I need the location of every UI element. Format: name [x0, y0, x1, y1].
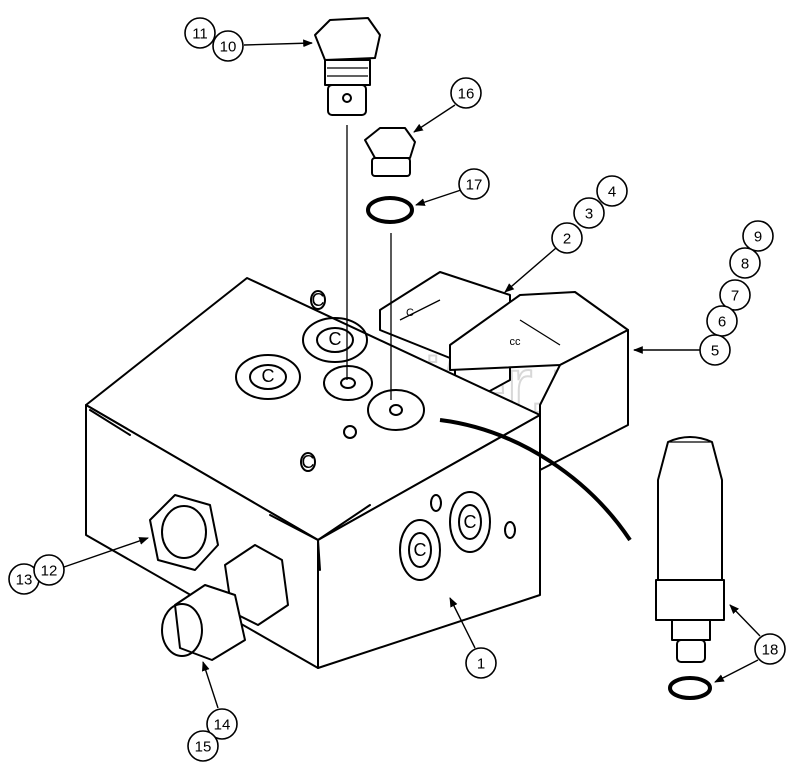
callout-7[interactable]: 7 — [719, 279, 751, 311]
port-mark: C — [302, 452, 315, 472]
callout-number: 18 — [762, 642, 779, 659]
callout-number: 5 — [711, 343, 719, 360]
callout-circle — [551, 222, 583, 254]
callout-circle — [465, 647, 497, 679]
callout-3[interactable]: 3 — [573, 197, 605, 229]
o-ring-18 — [668, 676, 712, 700]
callout-number: 2 — [563, 231, 571, 248]
callout-circle — [596, 175, 628, 207]
solenoid-block-5 — [449, 291, 629, 471]
port-mark: C — [414, 540, 427, 560]
callout-number: 8 — [741, 256, 749, 273]
callout-circle — [754, 633, 786, 665]
callout-number: 10 — [220, 39, 237, 56]
o-ring-17 — [366, 196, 414, 224]
callout-number: 13 — [16, 572, 33, 589]
callout-4[interactable]: 4 — [596, 175, 628, 207]
callout-1[interactable]: 1 — [465, 647, 497, 679]
callout-8[interactable]: 8 — [729, 247, 761, 279]
callout-number: 3 — [585, 206, 593, 223]
callout-11[interactable]: 11 — [184, 17, 216, 49]
callout-circle — [187, 730, 219, 762]
callout-5[interactable]: 5 — [699, 334, 731, 366]
plug-12 — [149, 494, 219, 571]
callout-circle — [729, 247, 761, 279]
port — [235, 354, 301, 400]
cartridge-valve-10 — [314, 17, 381, 380]
fitting-14 — [161, 544, 289, 661]
callout-number: 4 — [608, 184, 616, 201]
callout-number: 9 — [754, 229, 762, 246]
callout-number: 7 — [731, 288, 739, 305]
callout-17[interactable]: 17 — [458, 168, 490, 200]
relief-valve-18 — [655, 436, 725, 700]
callout-13[interactable]: 13 — [8, 563, 40, 595]
port-mark: cc — [510, 336, 522, 348]
callout-15[interactable]: 15 — [187, 730, 219, 762]
port-mark: C — [329, 329, 342, 349]
port-mark: C — [406, 307, 414, 319]
callout-number: 15 — [195, 739, 212, 756]
callout-number: 17 — [466, 177, 483, 194]
port — [367, 389, 425, 431]
callout-number: 1 — [477, 656, 485, 673]
callout-circle — [719, 279, 751, 311]
callout-9[interactable]: 9 — [742, 220, 774, 252]
callout-14[interactable]: 14 — [206, 708, 238, 740]
callout-circle — [573, 197, 605, 229]
callout-number: 14 — [214, 717, 231, 734]
callout-number: 12 — [41, 563, 58, 580]
callout-2[interactable]: 2 — [551, 222, 583, 254]
callout-10[interactable]: 10 — [212, 30, 244, 62]
port — [399, 519, 441, 581]
port-mark: C — [464, 512, 477, 532]
callout-circle — [699, 334, 731, 366]
callout-18[interactable]: 18 — [754, 633, 786, 665]
leader-lines — [63, 39, 761, 709]
callout-circle — [450, 77, 482, 109]
port-mark: C — [262, 366, 275, 386]
callout-circle — [184, 17, 216, 49]
callout-number: 16 — [458, 86, 475, 103]
port — [449, 491, 491, 553]
callout-number: 6 — [718, 314, 726, 331]
plug-16 — [364, 127, 416, 177]
callout-circle — [33, 554, 65, 586]
callout-circle — [742, 220, 774, 252]
port — [323, 365, 373, 401]
port — [302, 317, 368, 363]
callout-circle — [206, 708, 238, 740]
port-mark: C — [312, 290, 325, 310]
callout-6[interactable]: 6 — [706, 305, 738, 337]
callout-circle — [458, 168, 490, 200]
callout-12[interactable]: 12 — [33, 554, 65, 586]
callout-number: 11 — [192, 26, 208, 43]
callout-circle — [212, 30, 244, 62]
callout-16[interactable]: 16 — [450, 77, 482, 109]
